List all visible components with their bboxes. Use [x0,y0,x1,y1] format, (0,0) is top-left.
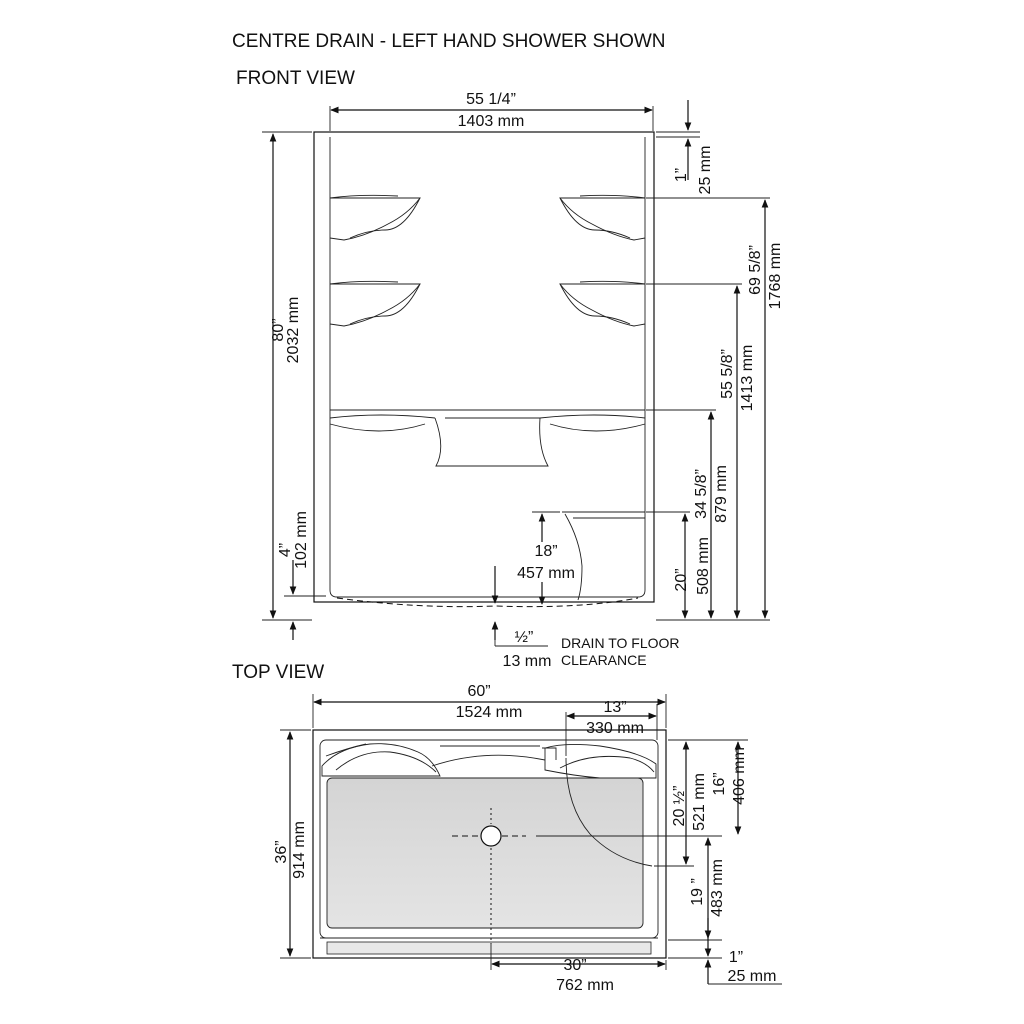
lip-mm: 25 mm [728,968,777,985]
front-height-in: 80” [270,318,287,341]
top-dimensions: 60” 1524 mm 13” 330 mm 36” 914 mm 20 ½” … [273,683,782,994]
shelf1-height-in: 69 5/8” [747,245,764,295]
front-lip [326,941,652,955]
base-height-mm: 102 mm [293,511,310,569]
top-center-ledge [431,745,546,767]
drain-offset-mm: 762 mm [556,977,614,994]
seat-depth-in: 18” [534,543,557,560]
top-depth-mm: 914 mm [291,821,308,879]
drain-note-line2: CLEARANCE [561,652,647,668]
front-width-in: 55 1/4” [466,91,516,108]
soap-ledge [329,409,646,467]
front-width-mm: 1403 mm [458,113,525,130]
left-shelf-upper [329,194,421,241]
drain-clearance-in: ½” [515,629,534,646]
shower-floor [326,777,644,929]
top-left-shelf [321,743,441,777]
top-seat-curve [565,757,653,867]
front-view [313,131,655,608]
shelf2-height-mm: 1413 mm [739,345,756,412]
front-inner-wall [329,137,646,598]
seat-depth1-in: 20 ½” [671,786,688,827]
drain-clearance-mm: 13 mm [503,653,552,670]
seat-depth-mm: 457 mm [517,565,575,582]
seat-width-mm: 330 mm [586,720,644,737]
top-width-mm: 1524 mm [456,704,523,721]
top-view [312,729,667,959]
shelf2-height-in: 55 5/8” [719,349,736,399]
top-offset-in: 1” [673,168,690,182]
front-outer-wall [313,131,655,603]
left-shelf-lower [329,280,421,327]
shelf3-height-in: 34 5/8” [693,469,710,519]
front-height-mm: 2032 mm [285,297,302,364]
drain-depth-in: 19 ” [689,878,706,906]
corner-seat [562,511,645,601]
drawing-title: CENTRE DRAIN - LEFT HAND SHOWER SHOWN [232,31,666,52]
top-depth-in: 36” [273,840,290,863]
right-shelf-upper [559,194,646,241]
shelf1-height-mm: 1768 mm [767,243,784,310]
right-shelf-lower [559,280,646,327]
seat-depth2-in: 16” [711,772,728,795]
seat-width-in: 13” [603,699,626,716]
seat-height-mm: 508 mm [695,537,712,595]
front-base-curve [336,597,639,608]
lip-in: 1” [729,949,743,966]
drain-depth-mm: 483 mm [709,859,726,917]
drain-icon [480,825,502,847]
top-right-shelf [542,743,657,779]
shelf3-height-mm: 879 mm [713,465,730,523]
base-height-in: 4” [277,543,294,557]
drain-offset-in: 30” [563,957,586,974]
top-offset-mm: 25 mm [697,146,714,195]
top-width-in: 60” [467,683,490,700]
seat-depth2-mm: 406 mm [731,747,748,805]
top-outer-rim [312,729,667,959]
seat-height-in: 20” [673,568,690,591]
front-dimensions: 55 1/4” 1403 mm 80” 2032 mm 4” 102 mm 1”… [262,91,784,670]
drain-note-line1: DRAIN TO FLOOR [561,635,680,651]
front-view-label: FRONT VIEW [236,68,355,89]
top-view-label: TOP VIEW [232,662,324,683]
seat-depth1-mm: 521 mm [691,773,708,831]
